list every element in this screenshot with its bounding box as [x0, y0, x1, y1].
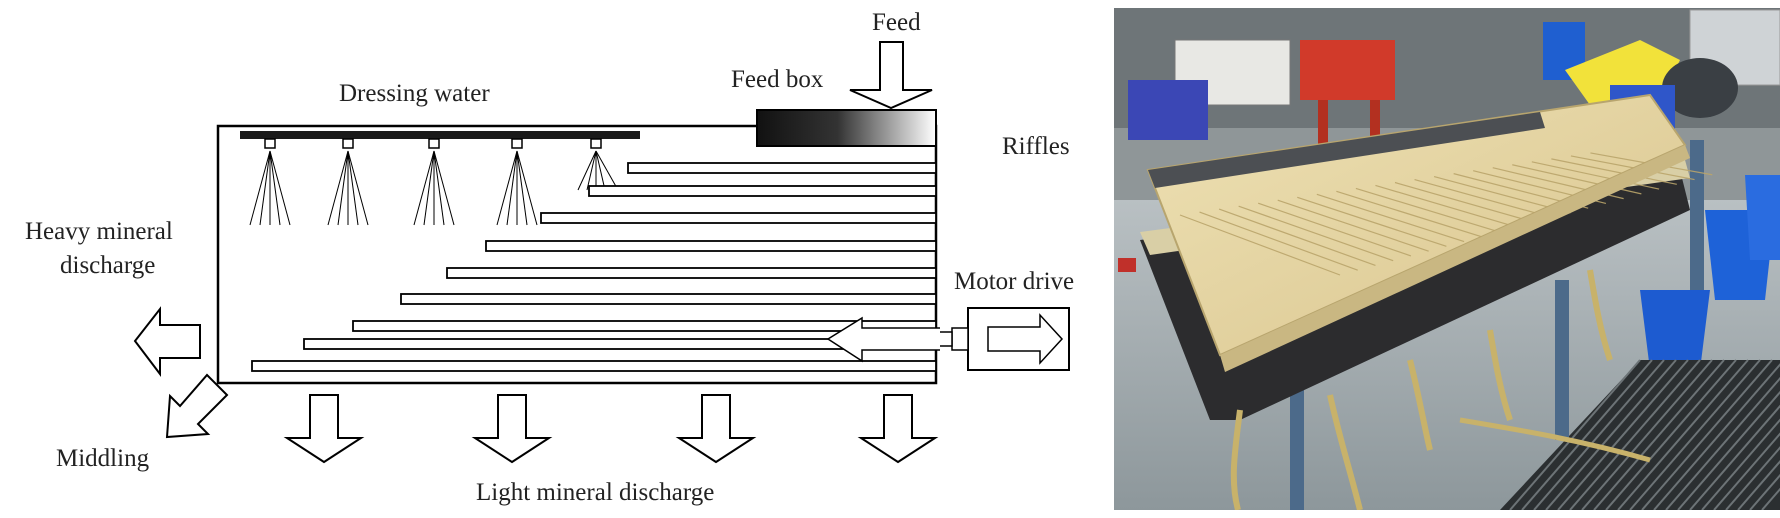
grate-bar: [1713, 432, 1780, 510]
riffles-group: [251, 162, 937, 372]
deck-riffle-line: [1336, 190, 1482, 238]
grate-bar: [1593, 359, 1725, 510]
blue-bucket: [1640, 290, 1710, 370]
deck-riffle-line: [1355, 187, 1500, 233]
deck-riffle-line: [1375, 184, 1518, 228]
feed-box: [756, 109, 937, 147]
light-mineral-arrow-icon: [471, 394, 553, 464]
table-leg: [1290, 380, 1304, 510]
dressing-water-label: Dressing water: [339, 80, 490, 107]
feed-box-label: Feed box: [731, 66, 824, 93]
deck-feed-trough: [1148, 112, 1545, 188]
hose: [1487, 329, 1513, 421]
motor: [1662, 58, 1738, 118]
grate-bar: [1677, 390, 1780, 510]
motor-drive-arrow-icon: [987, 313, 1064, 365]
feed-arrow: [849, 41, 933, 110]
shaking-table-schematic: Feed Feed box Dressing water Riffles Hea…: [25, 9, 1074, 506]
hose: [1327, 394, 1363, 510]
riffle-bar: [251, 360, 937, 372]
stroke-direction-arrow-icon: [826, 316, 940, 363]
light-mineral-arrows: [283, 394, 939, 464]
grate-bar: [1569, 359, 1701, 510]
riffle-bar: [446, 267, 937, 279]
hose: [1230, 409, 1243, 510]
grate-bar: [1725, 446, 1780, 510]
deck-riffle-line: [1433, 176, 1571, 214]
deck-riffle-line: [1570, 155, 1695, 181]
motor-drive-label: Motor drive: [954, 268, 1074, 295]
grate-bar: [1521, 359, 1653, 510]
riffle-bar: [540, 212, 937, 224]
riffle-bar: [485, 240, 937, 252]
table-leg: [1690, 140, 1704, 290]
deck-front-edge: [1220, 145, 1690, 372]
motor-shaft: [937, 331, 953, 347]
spray-nozzle: [577, 138, 619, 191]
spray-nozzles: [249, 138, 619, 226]
spray-nozzle: [249, 138, 291, 226]
riffle-bar: [588, 185, 937, 197]
light-mineral-discharge-label: Light mineral discharge: [476, 479, 714, 506]
light-mineral-arrow-icon: [283, 394, 365, 464]
spray-nozzle: [496, 138, 538, 226]
deck-riffle-line: [1394, 181, 1536, 224]
heavy-mineral-label-line1: Heavy mineral: [25, 218, 173, 245]
grate-bar: [1701, 418, 1780, 510]
riffle-bar: [400, 293, 937, 305]
grate-bars: [1509, 359, 1780, 510]
light-mineral-arrow-icon: [857, 394, 939, 464]
grate-bar: [1665, 376, 1780, 510]
hose: [1459, 417, 1651, 463]
grate-bar: [1749, 473, 1780, 510]
heavy-mineral-arrow-icon: [133, 306, 201, 377]
spray-nozzle: [413, 138, 455, 226]
grate-bar: [1605, 359, 1737, 510]
deck-riffle-line: [1238, 205, 1394, 262]
table-frame: [216, 124, 938, 385]
riffles-label: Riffles: [1002, 133, 1070, 160]
riffle-bar: [627, 162, 937, 174]
hose: [1407, 359, 1433, 451]
deck-riffle-line: [1531, 161, 1660, 190]
grate-bar: [1689, 404, 1780, 510]
grate-bar: [1629, 359, 1761, 510]
grate-bar: [1641, 359, 1773, 510]
grate-bar: [1557, 359, 1689, 510]
grate-bar: [1581, 359, 1713, 510]
blue-cart: [1128, 80, 1208, 140]
riffle-bar: [352, 320, 937, 332]
hose: [1587, 269, 1613, 361]
table-leg: [1555, 280, 1569, 440]
deck-riffle-line: [1551, 158, 1677, 185]
deck-riffle-line: [1316, 193, 1465, 243]
deck-riffle-line: [1179, 214, 1341, 276]
blue-bucket: [1745, 175, 1780, 260]
feed-label: Feed: [872, 9, 921, 36]
grate-bar: [1509, 359, 1641, 510]
deck-riffle-line: [1199, 211, 1358, 271]
red-stand: [1300, 40, 1395, 100]
deck-riffle-line: [1297, 196, 1447, 247]
red-clamp: [1118, 258, 1136, 272]
grate-bar: [1545, 359, 1677, 510]
middling-label: Middling: [56, 445, 150, 472]
motor-coupling: [951, 327, 969, 351]
deck-riffle-line: [1277, 199, 1429, 252]
deck-riffle-line: [1257, 202, 1412, 257]
grate-bar: [1533, 359, 1665, 510]
grate-bar: [1653, 363, 1780, 510]
heavy-mineral-label-line2: discharge: [60, 252, 155, 279]
light-mineral-arrow-icon: [675, 394, 757, 464]
grate-bar: [1617, 359, 1749, 510]
spray-nozzle: [327, 138, 369, 226]
middling-arrow-icon: [165, 373, 229, 439]
deck-riffle-line: [1414, 178, 1553, 219]
deck-riffle-line: [1218, 208, 1376, 267]
shaking-table-photo: [1114, 8, 1780, 510]
dressing-water-pipe: [240, 131, 640, 139]
grate-bar: [1737, 460, 1780, 510]
